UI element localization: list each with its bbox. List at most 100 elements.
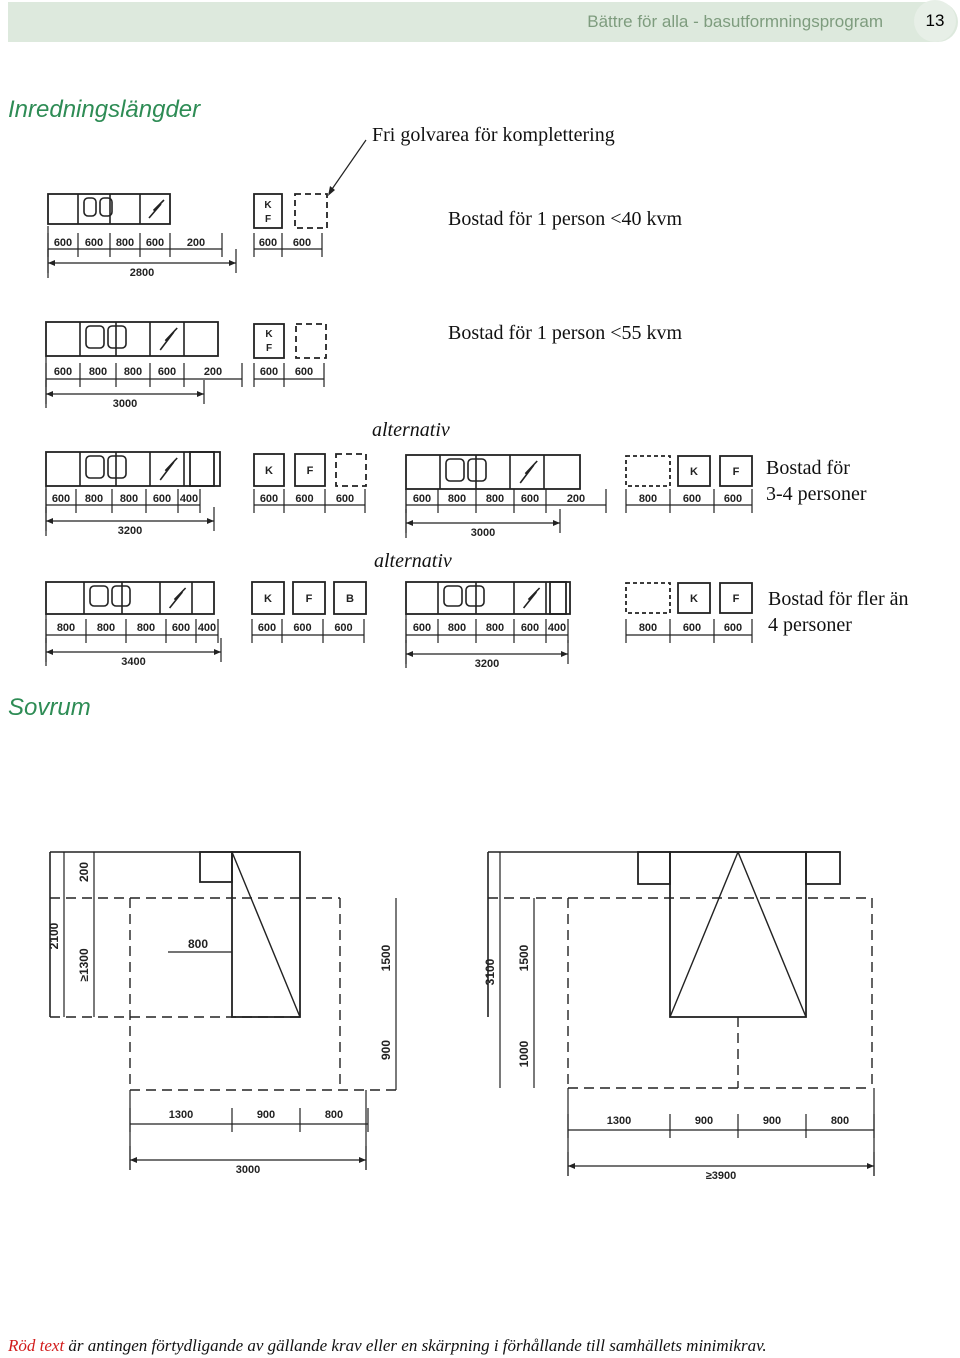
row4-mid-dims-label-0: 600 [413, 622, 431, 634]
row1-dims-label-0: 600 [54, 237, 72, 249]
row3-left-dims-label-0: 600 [52, 493, 70, 505]
row2-dims-label-2: 800 [124, 366, 142, 378]
row4-right-f [719, 582, 753, 614]
left-vlabel-200: 200 [77, 862, 91, 882]
row2-letter-k: K [265, 329, 273, 340]
right-total-label: ≥3900 [706, 1170, 737, 1182]
right-vlabel-3100: 3100 [483, 958, 497, 985]
row3-mid-dims-label-3: 600 [521, 493, 539, 505]
row3-left-counter-sink-bowl [107, 455, 127, 479]
right-hdims-label-1: 900 [695, 1115, 713, 1127]
row4-right-dims-label-0: 800 [639, 622, 657, 634]
right-vlabel-1000: 1000 [517, 1040, 531, 1067]
row1-kf-box [253, 193, 283, 229]
row4-left-total-label: 3400 [121, 656, 145, 668]
row1-counter-sink-bowl [99, 197, 113, 217]
row1-dims-label-1: 600 [85, 237, 103, 249]
row3-mid-total-arrow-left [406, 520, 413, 526]
row3-left-counter-stove-icon [159, 457, 178, 481]
row4-mid-dims-label-4: 400 [548, 622, 566, 634]
row4-left-counter-body [45, 581, 215, 615]
right-bed [669, 851, 807, 1018]
row4-mid-end [549, 581, 571, 615]
row2-extra-label-0: 600 [260, 366, 278, 378]
row3-right-dims-label-1: 600 [683, 493, 701, 505]
right-hdims-label-0: 1300 [607, 1115, 631, 1127]
row3-free-box [335, 453, 367, 487]
footer-red-text: Röd text [8, 1336, 65, 1355]
row4-mid-total-arrow-left [406, 651, 413, 657]
row2-total-arrow-left [46, 391, 53, 397]
row4-mid-total-arrow-right [561, 651, 568, 657]
row4-freezer-f [292, 581, 326, 615]
row1-dims-label-3: 600 [146, 237, 164, 249]
row4-left-total-arrow-left [46, 649, 53, 655]
row1-counter-sink-bowl [83, 197, 97, 217]
left-total-arrow-left [130, 1157, 137, 1163]
footer-text: är antingen förtydligande av gällande kr… [64, 1336, 767, 1355]
right-pillow-left [637, 851, 671, 885]
row4-right-k [677, 582, 711, 614]
row4-box-b-letter: B [346, 593, 354, 605]
row2-kf-box [253, 323, 285, 359]
row3-mid-total-arrow-right [553, 520, 560, 526]
row2-total-arrow-right [197, 391, 204, 397]
row1-total-label: 2800 [130, 267, 154, 279]
row3-left-end [189, 451, 215, 487]
callout-free-floor: Fri golvarea för komplettering [372, 124, 615, 146]
row3-mid-dims-label-2: 800 [486, 493, 504, 505]
row4-right-k-letter: K [690, 593, 698, 605]
row3-right-f [719, 455, 753, 487]
row3-left-total-label: 3200 [118, 525, 142, 537]
alternative-label-1: alternativ [372, 419, 450, 441]
left-vlabel-1300: ≥1300 [77, 948, 91, 982]
row4-mid-counter-body [405, 581, 567, 615]
row4-box-b [333, 581, 367, 615]
row4-left-dims-label-1: 800 [97, 622, 115, 634]
row3-mid-counter-sink-bowl [467, 458, 487, 482]
caption-row4-line2: 4 personer [768, 614, 852, 636]
right-bed-diagonal [669, 851, 739, 1018]
row3-left-extra-label-1: 600 [295, 493, 313, 505]
row4-right-dims-label-2: 600 [724, 622, 742, 634]
page-number: 13 [914, 0, 956, 42]
row4-left-extra-label-1: 600 [293, 622, 311, 634]
row4-left-extra-label-0: 600 [258, 622, 276, 634]
row3-right-dims-label-2: 600 [724, 493, 742, 505]
row1-extra-label-1: 600 [293, 237, 311, 249]
row2-counter-body [45, 321, 219, 357]
row2-counter-sink-bowl [107, 325, 127, 349]
callout-arrow-head [328, 186, 335, 196]
row3-right-dims-label-0: 800 [639, 493, 657, 505]
row3-right-k-letter: K [690, 466, 698, 478]
row1-total-arrow-left [48, 260, 55, 266]
row4-left-counter-sink-bowl [89, 585, 109, 607]
row3-mid-counter-sink-bowl [445, 458, 465, 482]
row4-left-dims-label-2: 800 [137, 622, 155, 634]
left-bed-pillow-area [199, 851, 233, 883]
section-heading-inredning: Inredningslängder [8, 96, 201, 123]
caption-row2: Bostad för 1 person <55 kvm [448, 322, 683, 344]
left-bed-diagonal [231, 851, 301, 1018]
row4-left-total-arrow-right [214, 649, 221, 655]
row4-left-dims-label-3: 600 [172, 622, 190, 634]
left-total-label: 3000 [236, 1164, 260, 1176]
left-vlabel-2100: 2100 [47, 922, 61, 949]
row4-right-counter [625, 582, 671, 614]
left-total-arrow-right [359, 1157, 366, 1163]
alternative-label-2: alternativ [374, 550, 452, 572]
row3-freezer-f-letter: F [307, 465, 314, 477]
row1-counter-stove-icon [148, 199, 165, 219]
row1-extra-label-0: 600 [259, 237, 277, 249]
caption-row3-line2: 3-4 personer [766, 483, 867, 505]
left-hdims-label-0: 1300 [169, 1109, 193, 1121]
row2-dims-label-1: 800 [89, 366, 107, 378]
row2-extra-label-1: 600 [295, 366, 313, 378]
row4-freezer-f-letter: F [306, 593, 313, 605]
footer-note: Röd text är antingen förtydligande av gä… [8, 1336, 767, 1356]
row3-right-f-letter: F [733, 466, 740, 478]
row1-letter-f: F [265, 214, 271, 225]
row3-mid-dims-label-4: 200 [567, 493, 585, 505]
row4-right-dims-label-1: 600 [683, 622, 701, 634]
row3-fridge-k [253, 453, 285, 487]
